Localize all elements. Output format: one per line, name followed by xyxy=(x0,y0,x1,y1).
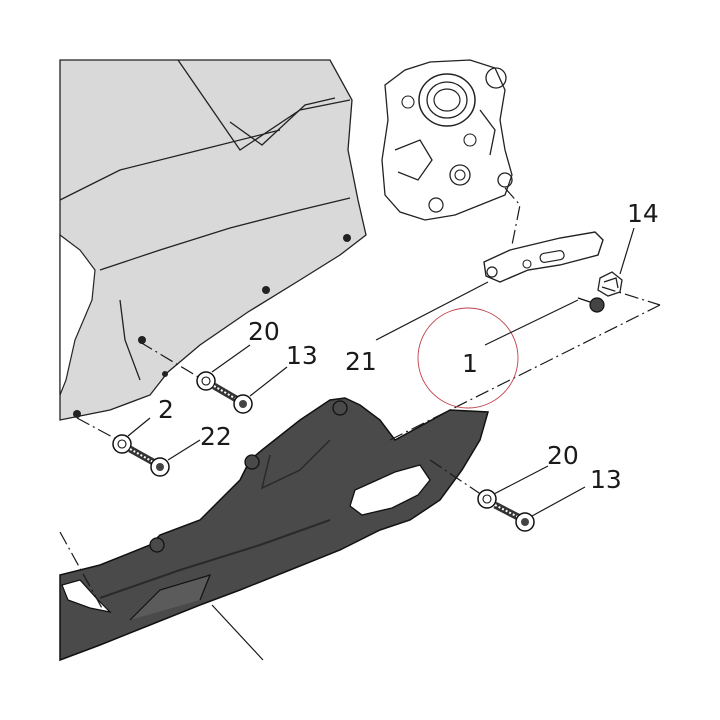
callout-14: 14 xyxy=(627,199,659,228)
leader-14 xyxy=(619,227,635,275)
belly-pan xyxy=(59,397,489,662)
callout-20-upper: 20 xyxy=(248,317,280,346)
callout-13-upper: 13 xyxy=(286,341,318,370)
bolt-icon xyxy=(212,382,253,414)
callout-21: 21 xyxy=(345,347,377,376)
bolt-icon xyxy=(493,501,535,532)
mount-axis-line xyxy=(504,187,521,246)
washer-icon xyxy=(196,371,216,391)
leader-22 xyxy=(167,439,201,461)
callout-13-lower: 13 xyxy=(590,465,622,494)
engine-frame-mount xyxy=(381,59,513,221)
bolt-icon xyxy=(128,445,170,477)
leader-20b xyxy=(493,465,549,495)
clip-nut-icon xyxy=(597,271,623,297)
callout-2: 2 xyxy=(158,395,174,424)
leader-13a xyxy=(249,366,288,397)
assembly-line-left xyxy=(59,531,104,611)
leader-bellypan xyxy=(211,604,264,661)
assembly-line-main xyxy=(389,304,661,441)
callout-20-lower: 20 xyxy=(547,441,579,470)
assembly-line-20b xyxy=(429,459,486,498)
bracket-bolt xyxy=(577,297,605,313)
callout-22: 22 xyxy=(200,422,232,451)
highlight-circle xyxy=(417,307,519,409)
leader-1 xyxy=(484,299,579,346)
callout-1: 1 xyxy=(462,349,478,378)
assembly-line-clip xyxy=(601,286,661,306)
washer-icon xyxy=(112,434,132,454)
assembly-line-20a xyxy=(139,341,201,379)
leader-21 xyxy=(375,281,489,341)
side-fairing-panel xyxy=(59,59,367,421)
assembly-line-2 xyxy=(76,417,119,441)
mounting-bracket xyxy=(483,231,604,283)
leader-2 xyxy=(127,417,151,437)
leader-20a xyxy=(211,344,251,373)
leader-13b xyxy=(531,486,586,517)
washer-icon xyxy=(477,489,497,509)
